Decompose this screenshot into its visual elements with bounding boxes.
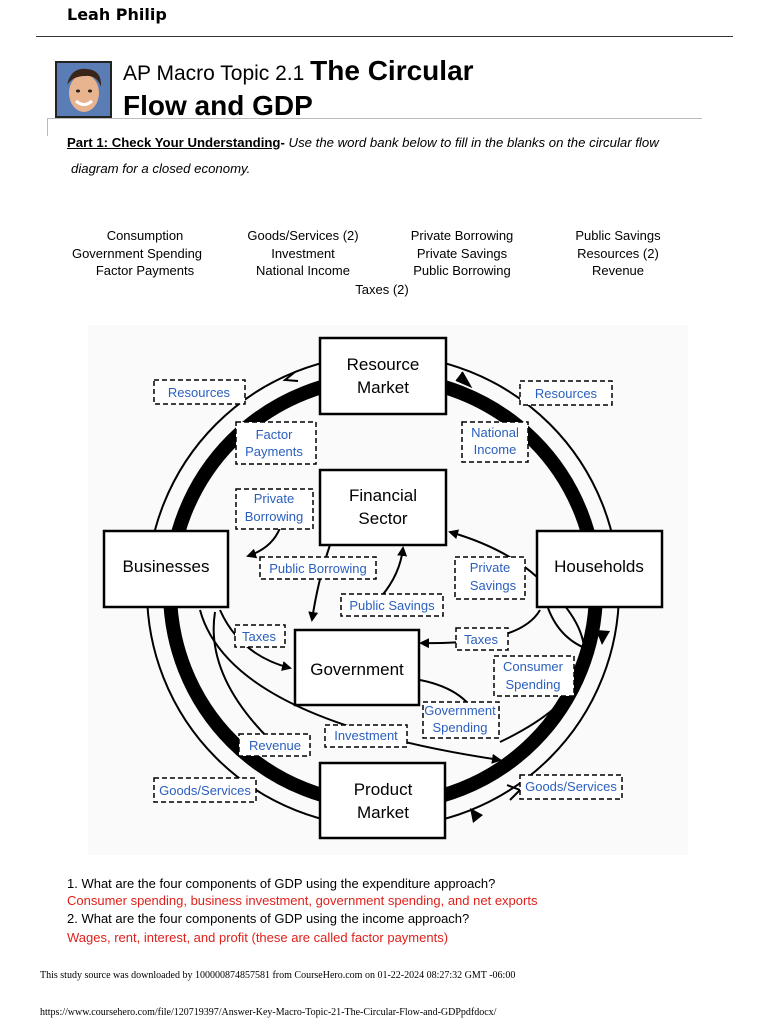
word-bank-item: Revenue [591,263,645,278]
author-name: Leah Philip [67,5,167,24]
taxes-left-label: Taxes [242,629,276,644]
government-box [293,628,421,707]
private-savings-box [454,556,526,600]
part1-instructions: Part 1: Check Your Understanding- Use th… [67,130,707,182]
government-spending-label-line2: Spending [433,720,488,735]
private-borrowing-label-line1: Private [254,491,294,506]
revenue-box [238,733,311,757]
factor-payments-label-line1: Factor [256,427,294,442]
private-borrowing-box [235,488,314,530]
private-savings-label-line2: Savings [470,578,517,593]
businesses-label: Businesses [123,557,210,576]
consumer-spending-box [493,655,575,697]
goods-services-right-box [519,774,623,800]
page-title-line2: Flow and GDP [123,90,313,121]
word-bank-item: Goods/Services (2) [247,228,359,243]
part1-separator: - [280,135,289,150]
government-spending-box [422,701,500,739]
revenue-label: Revenue [249,738,301,753]
header-divider [36,36,733,37]
factor-payments-box [235,421,317,465]
source-url[interactable]: https://www.coursehero.com/file/12071939… [40,1007,497,1018]
financial-sector-label-line2: Sector [358,509,407,528]
word-bank-item: Factor Payments [95,263,195,278]
word-bank-item: Government Spending [71,246,203,261]
question-1: 1. What are the four components of GDP u… [67,876,496,891]
avatar-portrait [57,63,110,116]
public-savings-box [340,593,444,617]
taxes-right-label: Taxes [464,632,498,647]
question-2: 2. What are the four components of GDP u… [67,911,470,926]
word-bank-item: Private Borrowing [410,228,514,243]
circular-flow-diagram: Resource Market Financial Sector Busines… [88,325,688,855]
public-borrowing-label: Public Borrowing [269,561,367,576]
part1-label: Part 1: Check Your Understanding [67,135,281,150]
title-main-line1: The Circular [310,55,474,86]
national-income-label-line1: National [471,425,519,440]
part1-instruction-line2: diagram for a closed economy. [71,161,251,176]
taxes-right-box [455,627,509,651]
goods-services-right-label: Goods/Services [525,779,617,794]
inner-ring-arrow [596,630,610,645]
financial-sector-box [318,468,448,547]
goods-services-left-box [153,777,257,803]
outer-ring-arrow [282,371,299,382]
public-borrowing-arrow [308,544,331,622]
product-market-label-line1: Product [354,780,413,799]
private-savings-arrow [448,529,538,578]
national-income-box [461,421,529,463]
financial-sector-label-line1: Financial [349,486,417,505]
resource-market-label-line1: Resource [347,355,420,374]
consumer-spending-label-line2: Spending [506,677,561,692]
word-bank-item: Consumption [106,228,184,243]
taxes-left-box [234,624,286,648]
revenue-flow-arrow [212,611,271,741]
investment-box [324,724,408,748]
factor-payments-label-line2: Payments [245,444,303,459]
author-avatar [55,61,112,118]
private-borrowing-label-line2: Borrowing [245,509,304,524]
answer-1: Consumer spending, business investment, … [67,893,538,908]
word-bank-item: Taxes (2) [355,282,409,297]
page-title-line1: AP Macro Topic 2.1 The Circular [123,55,474,87]
word-bank-item: Public Borrowing [413,263,511,278]
part1-instruction-line1: Use the word bank below to fill in the b… [288,135,659,150]
investment-arrow [199,609,502,764]
resources-left-box [153,379,246,405]
investment-label: Investment [334,728,398,743]
title-divider [47,118,702,136]
government-spending-label-line1: Government [424,703,496,718]
word-bank-item: Investment [271,246,335,261]
public-borrowing-box [259,556,377,580]
public-savings-label: Public Savings [349,598,435,613]
word-bank-item: Private Savings [416,246,508,261]
national-income-label-line2: Income [474,442,517,457]
answer-2: Wages, rent, interest, and profit (these… [67,930,449,945]
businesses-box [102,529,230,609]
households-label: Households [554,557,644,576]
private-savings-label-line1: Private [470,560,510,575]
private-borrowing-arrow [246,527,281,559]
product-market-box [318,761,447,840]
inner-ring-arrow [455,371,473,389]
goods-services-left-label: Goods/Services [159,783,251,798]
resources-right-label: Resources [535,386,598,401]
government-label: Government [310,660,404,679]
word-bank-item: Public Savings [575,228,661,243]
resource-market-label-line2: Market [357,378,409,397]
resources-left-label: Resources [168,385,231,400]
inner-ring-arrow [176,505,190,520]
resources-right-box [519,380,613,406]
inner-ring-arrow [470,808,483,823]
word-bank-item: Resources (2) [577,246,659,261]
households-box [535,529,664,609]
resource-market-box [318,336,448,416]
source-notice: This study source was downloaded by 1000… [40,970,516,981]
word-bank-item: National Income [256,263,350,278]
consumer-flow-arrow [499,599,586,743]
product-market-label-line2: Market [357,803,409,822]
consumer-spending-label-line1: Consumer [503,659,564,674]
title-prefix: AP Macro Topic 2.1 [123,62,311,85]
